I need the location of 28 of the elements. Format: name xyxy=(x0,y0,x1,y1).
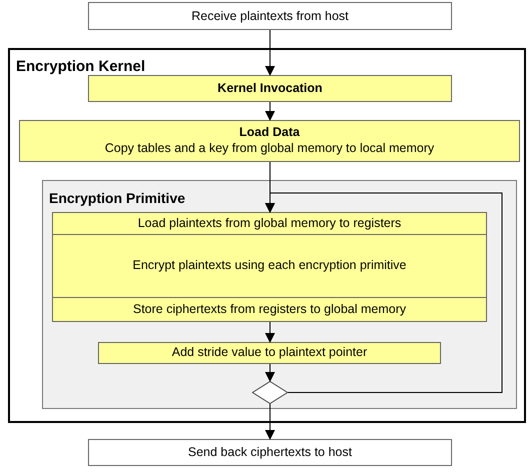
arrow xyxy=(265,404,275,440)
arrow xyxy=(265,102,275,121)
arrow xyxy=(265,192,502,393)
group-panel xyxy=(42,180,517,409)
process-box xyxy=(19,120,520,162)
process-box xyxy=(88,2,452,30)
step-label: Load plaintexts from global memory to registers xyxy=(138,216,402,232)
step-label: Encrypt plaintexts using each encryption primitive xyxy=(132,258,406,274)
process-box xyxy=(98,342,441,364)
process-box xyxy=(52,212,487,235)
group-title: Encryption Kernel xyxy=(16,57,146,77)
step-heading: Load Data xyxy=(239,125,300,141)
arrow xyxy=(265,322,275,343)
decision-diamond xyxy=(252,381,288,404)
step-label: Add stride value to plaintext pointer xyxy=(172,345,368,361)
process-box xyxy=(88,439,452,466)
step-label: Send back ciphertexts to host xyxy=(188,444,352,462)
group-panel xyxy=(8,48,526,423)
step-label: Kernel Invocation xyxy=(218,80,322,98)
arrow xyxy=(265,30,275,76)
arrow xyxy=(265,364,275,382)
process-box xyxy=(88,75,452,102)
group-title: Encryption Primitive xyxy=(49,189,186,208)
process-box xyxy=(52,234,487,298)
step-label: Copy tables and a key from global memory to local memory xyxy=(104,141,434,157)
process-box xyxy=(52,297,487,322)
step-label: Receive plaintexts from host xyxy=(191,8,348,25)
step-label: Store ciphertexts from registers to global memory xyxy=(132,302,406,318)
